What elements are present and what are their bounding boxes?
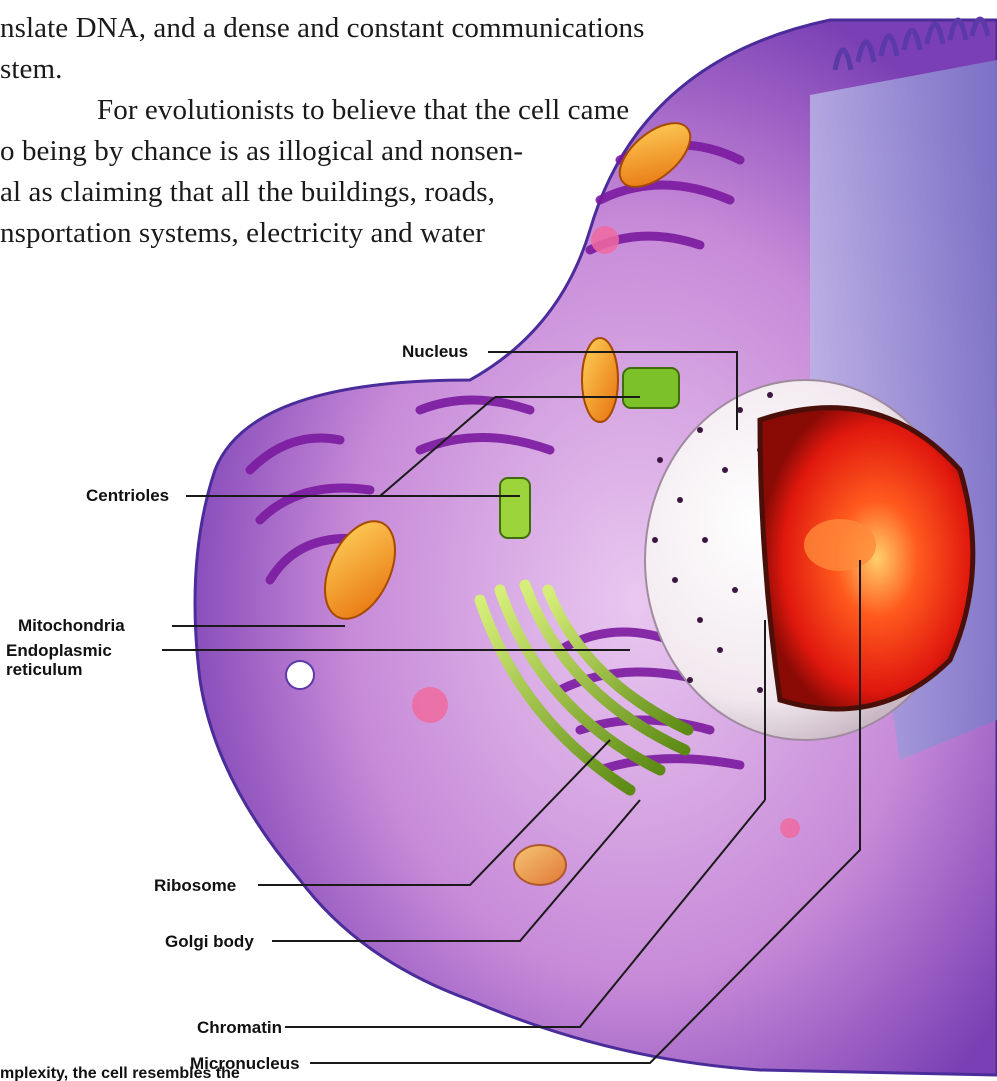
vesicle bbox=[286, 661, 314, 689]
label-golgi-body: Golgi body bbox=[165, 932, 254, 952]
label-mitochondria: Mitochondria bbox=[18, 616, 125, 636]
nucleolus bbox=[804, 519, 876, 571]
label-centrioles: Centrioles bbox=[86, 486, 169, 506]
label-endoplasmic-reticulum-line-1: Endoplasmic bbox=[6, 641, 112, 661]
label-nucleus: Nucleus bbox=[402, 342, 468, 362]
label-ribosome: Ribosome bbox=[154, 876, 236, 896]
vesicle bbox=[591, 226, 619, 254]
vesicle bbox=[412, 687, 448, 723]
vesicle bbox=[780, 818, 800, 838]
figure-caption-fragment: mplexity, the cell resembles the bbox=[0, 1064, 240, 1081]
label-endoplasmic-reticulum-line-2: reticulum bbox=[6, 660, 83, 680]
mitochondrion bbox=[514, 845, 566, 885]
label-chromatin: Chromatin bbox=[197, 1018, 282, 1038]
centriole bbox=[500, 478, 530, 538]
mitochondrion bbox=[582, 338, 618, 422]
centriole bbox=[623, 368, 679, 408]
